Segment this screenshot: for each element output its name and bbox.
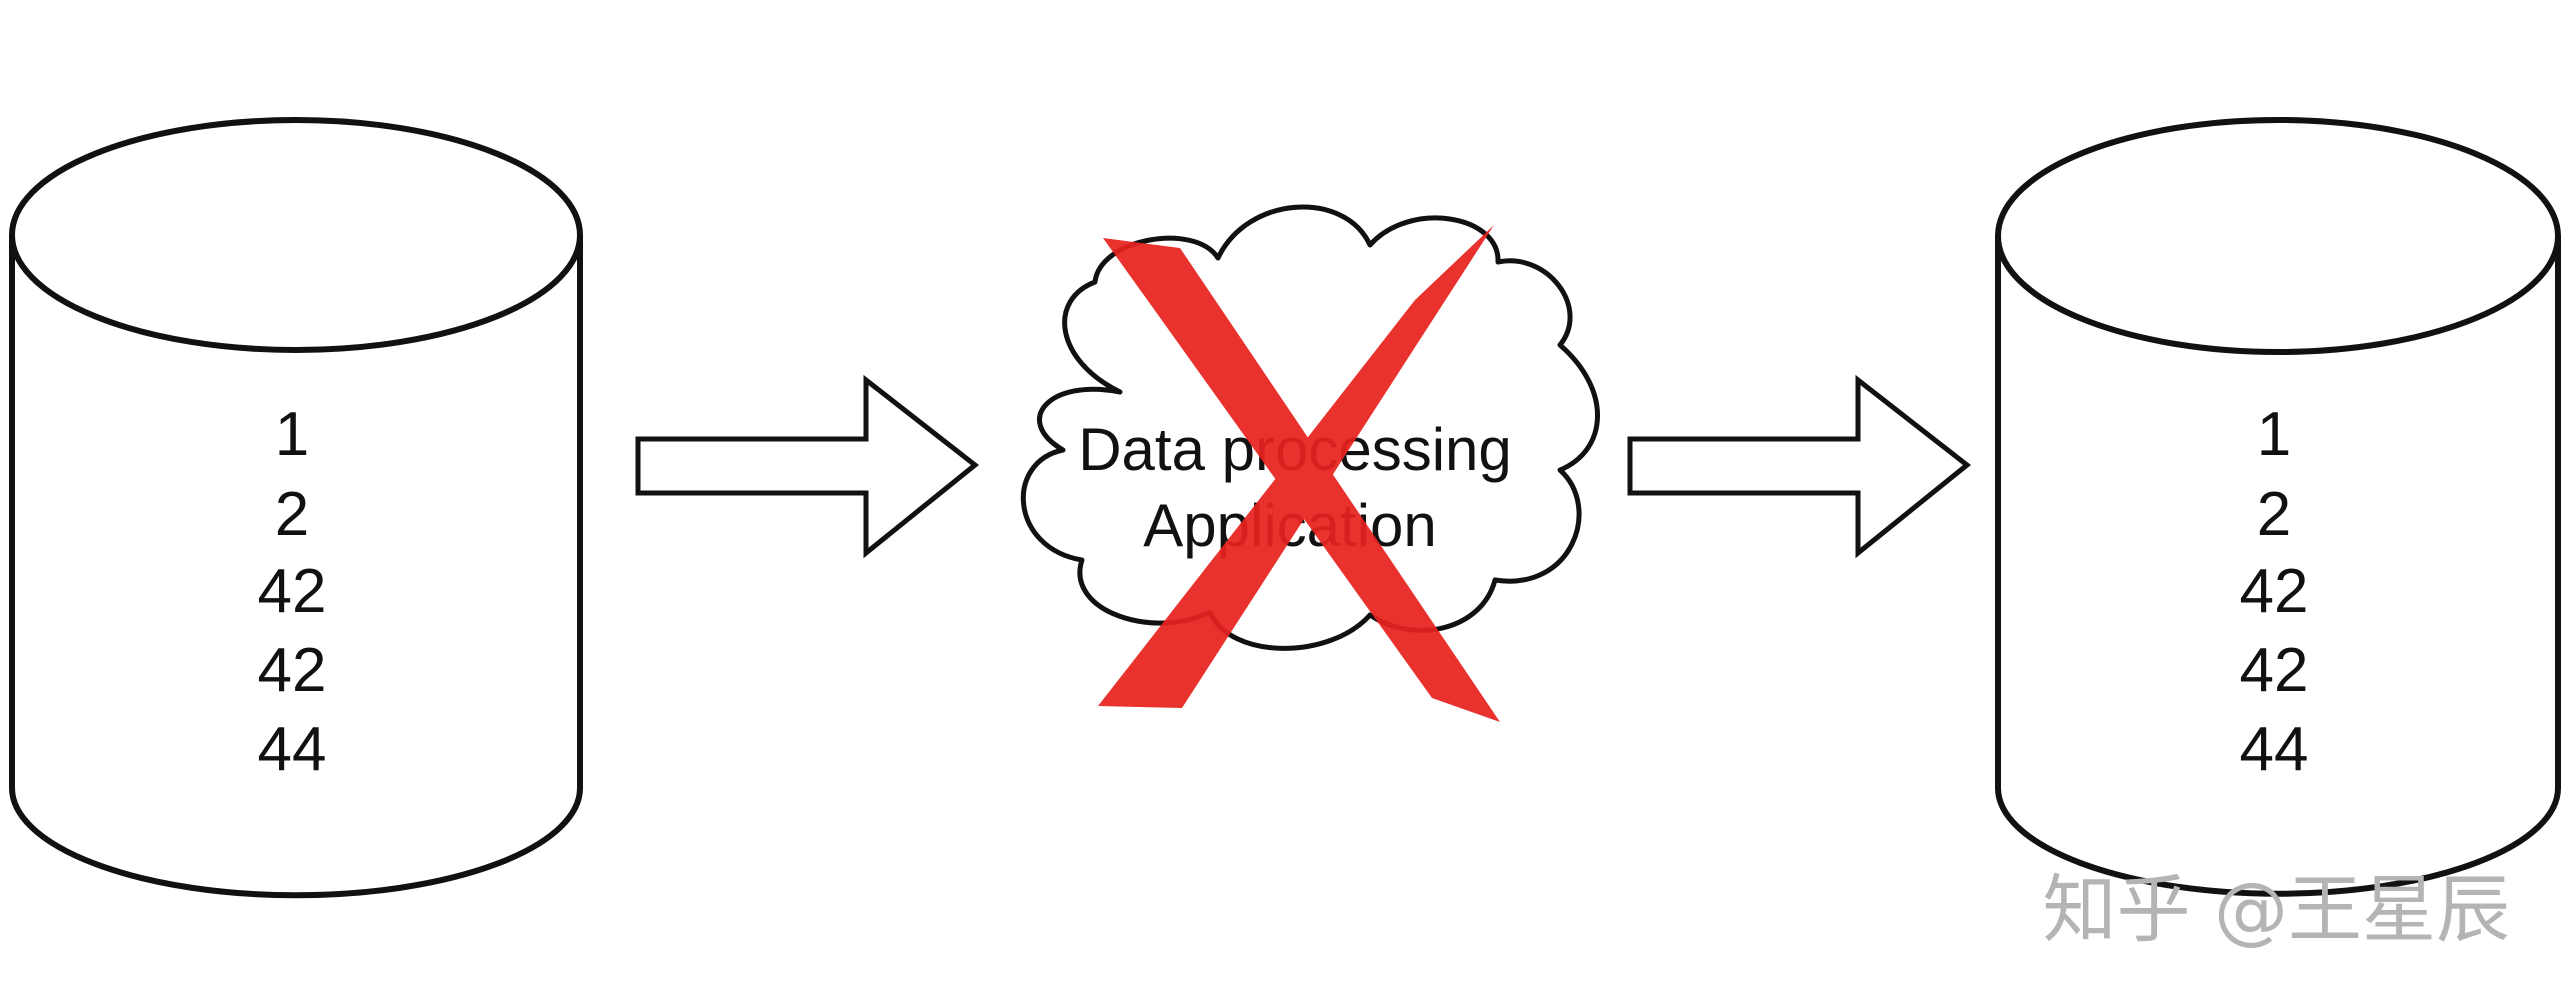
source-value: 42: [258, 557, 327, 626]
source-database-top: [9, 117, 583, 353]
source-value: 2: [275, 480, 309, 549]
arrow-right-icon: [1627, 374, 1972, 559]
target-value: 42: [2240, 557, 2309, 626]
target-database-top: [1995, 117, 2561, 355]
source-value: 42: [258, 636, 327, 705]
source-database-body: [9, 235, 583, 899]
source-database: 1 2 42 42 44: [9, 117, 583, 899]
processing-application-cloud: Data processing Application: [1020, 204, 1600, 651]
arrow-right-icon: [635, 374, 980, 559]
red-x-cross-icon: [1098, 225, 1500, 722]
cross-stroke-back: [1098, 225, 1494, 708]
source-value: 44: [258, 715, 327, 784]
target-value: 2: [2257, 480, 2291, 549]
target-value: 42: [2240, 636, 2309, 705]
target-database-body: [1995, 236, 2561, 897]
target-value: 1: [2257, 400, 2291, 469]
source-value: 1: [275, 400, 309, 469]
watermark: 知乎 @王星辰: [2042, 867, 2510, 953]
target-database: 1 2 42 42 44: [1995, 117, 2561, 897]
target-value: 44: [2240, 715, 2309, 784]
